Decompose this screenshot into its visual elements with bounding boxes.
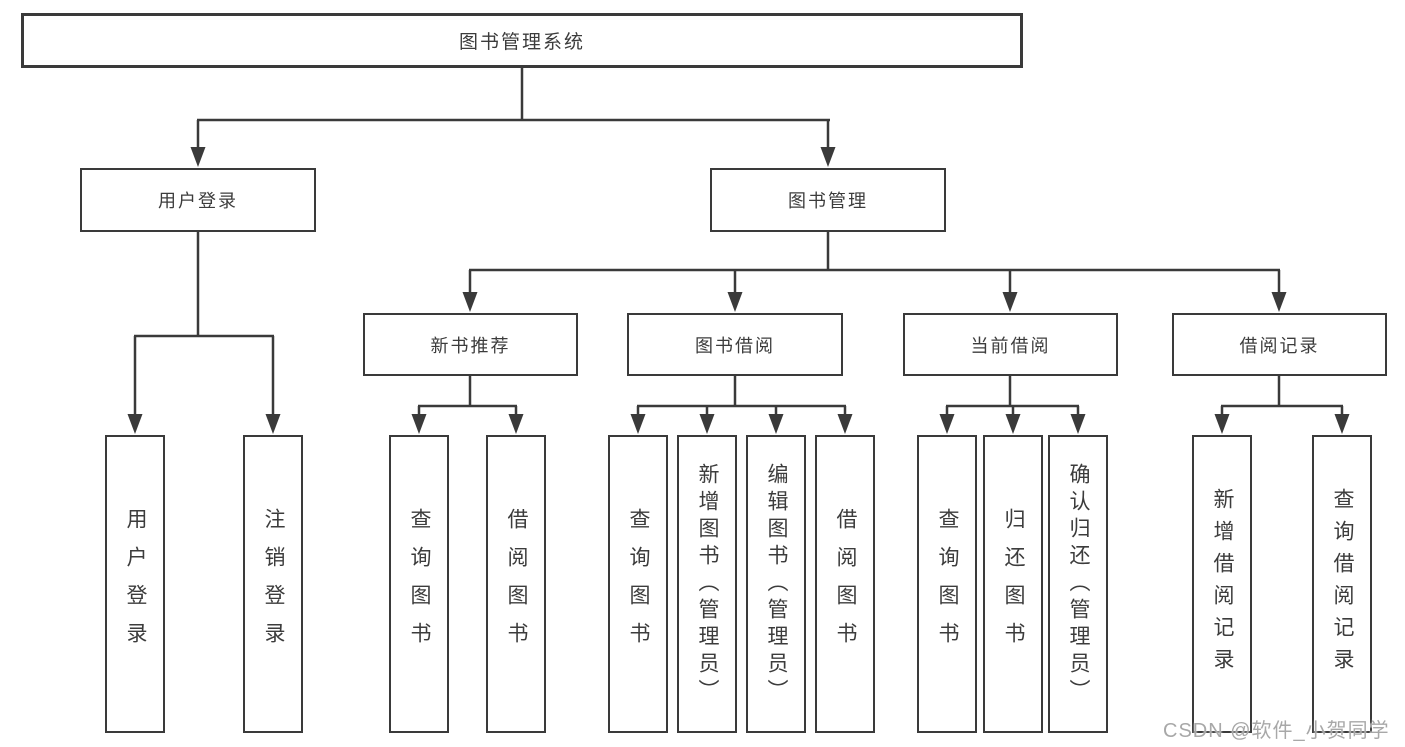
node-new-book-recommendation: 新书推荐	[363, 313, 578, 376]
node-label: 查询借阅记录	[1331, 488, 1354, 680]
node-label: 查询图书	[936, 508, 959, 660]
node-label: 借阅图书	[834, 508, 857, 660]
node-label: 图书借阅	[695, 335, 775, 356]
node-user-login-group: 用户登录	[80, 168, 316, 232]
node-label: 借阅图书	[505, 508, 528, 660]
leaf-confirm-return-admin: 确认归还（管理员）	[1048, 435, 1108, 733]
node-label: 当前借阅	[970, 335, 1051, 356]
leaf-edit-books-admin: 编辑图书（管理员）	[746, 435, 806, 733]
node-label: 编辑图书（管理员）	[765, 462, 788, 706]
leaf-query-borrow-record: 查询借阅记录	[1312, 435, 1372, 733]
node-label: 用户登录	[158, 191, 238, 211]
node-label: 借阅记录	[1239, 335, 1320, 356]
node-label: 归还图书	[1002, 508, 1025, 660]
leaf-add-borrow-record: 新增借阅记录	[1192, 435, 1252, 733]
node-label: 新增借阅记录	[1211, 488, 1234, 680]
leaf-query-books-recommend: 查询图书	[389, 435, 449, 733]
leaf-query-books-borrowing: 查询图书	[608, 435, 668, 733]
node-label: 用户登录	[124, 508, 147, 660]
node-label: 新增图书（管理员）	[696, 462, 719, 706]
node-label: 图书管理系统	[458, 32, 585, 53]
leaf-user-login: 用户登录	[105, 435, 165, 733]
node-label: 查询图书	[408, 508, 431, 660]
node-book-borrowing: 图书借阅	[627, 313, 843, 376]
node-book-management: 图书管理	[710, 168, 946, 232]
leaf-borrow-books-borrowing: 借阅图书	[815, 435, 875, 733]
leaf-query-books-current: 查询图书	[917, 435, 977, 733]
leaf-borrow-books-recommend: 借阅图书	[486, 435, 546, 733]
node-label: 新书推荐	[430, 335, 511, 356]
leaf-return-books: 归还图书	[983, 435, 1043, 733]
leaf-add-books-admin: 新增图书（管理员）	[677, 435, 737, 733]
node-label: 查询图书	[627, 508, 650, 660]
node-library-management-system: 图书管理系统	[21, 13, 1023, 68]
leaf-logout: 注销登录	[243, 435, 303, 733]
node-label: 注销登录	[262, 508, 285, 660]
node-label: 确认归还（管理员）	[1067, 462, 1090, 706]
csdn-watermark: CSDN @软件_小贺同学	[1163, 720, 1390, 742]
node-current-borrowing: 当前借阅	[903, 313, 1118, 376]
node-label: 图书管理	[788, 191, 868, 211]
node-borrowing-records: 借阅记录	[1172, 313, 1387, 376]
